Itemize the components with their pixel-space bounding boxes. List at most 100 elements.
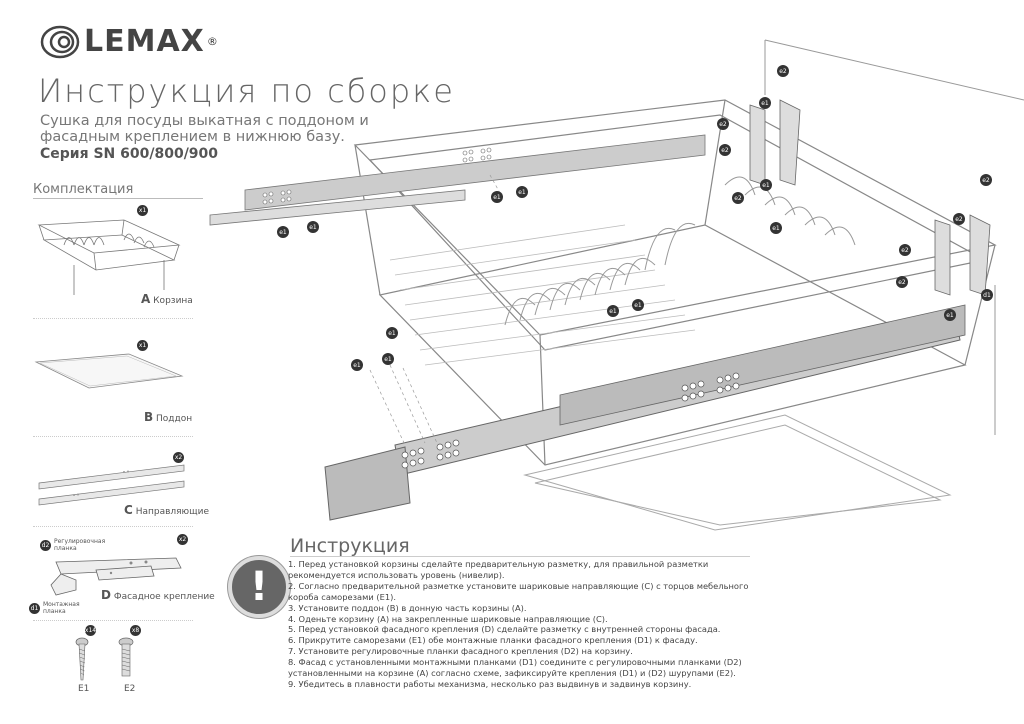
badge-e1: e1 <box>607 305 619 317</box>
page-title: Инструкция по сборке <box>38 72 455 110</box>
svg-text:e1: e1 <box>772 225 780 232</box>
instruction-step: 6. Прикрутите саморезами (E1) обе монтаж… <box>288 635 698 646</box>
plate-holders <box>504 176 856 326</box>
kit-letter-c: C <box>124 503 133 517</box>
instruction-step: 1. Перед установкой корзины сделайте пре… <box>288 559 709 580</box>
kit-label-b: Поддон <box>156 414 193 424</box>
tray-outline <box>523 414 952 531</box>
cabinet-outline <box>764 39 1024 435</box>
kit-d2-callout: d2 Регулировочная планка <box>40 538 114 552</box>
svg-text:e2: e2 <box>982 177 990 184</box>
kit-label-c: Направляющие <box>135 507 209 517</box>
back-rail <box>209 134 706 226</box>
svg-text:e1: e1 <box>493 194 501 201</box>
svg-text:e2: e2 <box>955 216 963 223</box>
kit-letter-b: B <box>144 410 154 424</box>
kit-separator <box>33 436 193 437</box>
instruction-step: 5. Перед установкой фасадного крепления … <box>288 624 721 635</box>
kit-letter-a: A <box>141 292 151 306</box>
kit-separator <box>33 620 193 621</box>
svg-text:e1: e1 <box>388 330 396 337</box>
instructions-list: 1. Перед установкой корзины сделайте пре… <box>288 559 758 690</box>
kit-separator <box>33 318 193 319</box>
badge-e1: e1 <box>759 97 771 109</box>
screws-thumbnail-icon <box>75 637 134 681</box>
instruction-step: 9. Убедитесь в плавности работы механизм… <box>288 678 692 689</box>
badge-e1: e1 <box>770 222 782 234</box>
svg-text:e1: e1 <box>762 182 770 189</box>
screw-e2-icon <box>118 637 134 677</box>
badge-e1: e1 <box>382 353 394 365</box>
svg-text:e1: e1 <box>634 302 642 309</box>
kit-d2-code: d2 <box>40 539 51 551</box>
instruction-step: 3. Установите поддон (B) в донную часть … <box>288 602 527 613</box>
screw-e2-qty: x8 <box>130 625 141 636</box>
front-rail <box>324 304 966 521</box>
screw-e2-label: E2 <box>124 684 136 694</box>
instruction-step: 4. Оденьте корзину (A) на закрепленные ш… <box>288 613 608 624</box>
svg-text:d1: d1 <box>983 292 991 299</box>
diagram-badges: e1 e1 e1 e1 e1 e1 e2 e2 e2 e2 e1 e2 e2 e… <box>277 65 993 371</box>
instruction-step: 2. Согласно предварительной разметке уст… <box>288 580 749 602</box>
facade-brackets <box>749 99 991 296</box>
svg-text:e2: e2 <box>779 68 787 75</box>
svg-text:e1: e1 <box>609 308 617 315</box>
svg-text:e2: e2 <box>719 121 727 128</box>
svg-text:e2: e2 <box>721 147 729 154</box>
warning-icon: ! <box>228 556 290 618</box>
badge-e2: e2 <box>717 118 729 130</box>
svg-text:e1: e1 <box>384 356 392 363</box>
instructions-title: Инструкция <box>290 535 410 557</box>
instructions-divider <box>290 556 750 557</box>
page-subtitle: Сушка для посуды выкатная с поддоном и ф… <box>40 113 369 145</box>
kit-title: Комплектация <box>33 182 134 197</box>
brand-name: LEMAX <box>84 24 205 59</box>
badge-e1: e1 <box>351 359 363 371</box>
kit-d1-callout: d1 Монтажная планка <box>29 601 83 615</box>
kit-d1-label: Монтажная планка <box>43 601 80 615</box>
basket-wires <box>389 224 696 366</box>
kit-qty-c: x2 <box>173 452 184 463</box>
svg-text:e1: e1 <box>279 229 287 236</box>
kit-label-d: Фасадное крепление <box>113 592 215 602</box>
svg-text:e1: e1 <box>946 312 954 319</box>
kit-letter-d: D <box>101 588 111 602</box>
badge-e2: e2 <box>719 144 731 156</box>
badge-e1: e1 <box>760 179 772 191</box>
badge-e2: e2 <box>896 276 908 288</box>
instruction-step: 8. Фасад с установленными монтажными пла… <box>288 657 742 679</box>
dashed-guides <box>369 174 501 446</box>
badge-e1: e1 <box>491 191 503 203</box>
badge-d1: d1 <box>981 289 993 301</box>
basket-thumbnail-icon <box>37 219 181 295</box>
svg-text:e1: e1 <box>353 362 361 369</box>
badge-e2: e2 <box>777 65 789 77</box>
kit-item-d: D Фасадное крепление <box>101 588 215 602</box>
rails-thumbnail-icon <box>38 464 185 506</box>
facade-mount-thumbnail-icon <box>50 557 182 596</box>
kit-qty-b: x1 <box>137 340 148 351</box>
svg-text:e1: e1 <box>518 189 526 196</box>
instruction-step: 7. Установите регулировочные планки фаса… <box>288 646 633 657</box>
svg-text:e1: e1 <box>309 224 317 231</box>
svg-text:e2: e2 <box>734 195 742 202</box>
kit-d2-label: Регулировочная планка <box>54 538 106 552</box>
assembly-diagram: e1 e1 e1 e1 e1 e1 e2 e2 e2 e2 e1 e2 e2 e… <box>209 39 1024 531</box>
screw-e1-label: E1 <box>78 684 90 694</box>
badge-e1: e1 <box>307 221 319 233</box>
kit-divider <box>33 198 203 199</box>
badge-e2: e2 <box>899 244 911 256</box>
brand-logo: LEMAX ® <box>40 24 218 59</box>
lemax-swirl-icon <box>40 25 80 58</box>
kit-separator <box>33 526 193 527</box>
svg-text:e1: e1 <box>761 100 769 107</box>
kit-qty-d: x2 <box>177 534 188 545</box>
screw-e1-icon <box>75 637 89 681</box>
svg-text:e2: e2 <box>901 247 909 254</box>
screw-e1-qty: x14 <box>84 625 97 636</box>
registered-mark: ® <box>206 35 218 48</box>
badge-e2: e2 <box>953 213 965 225</box>
badge-e1: e1 <box>944 309 956 321</box>
kit-d1-code: d1 <box>29 602 40 614</box>
badge-e1: e1 <box>516 186 528 198</box>
